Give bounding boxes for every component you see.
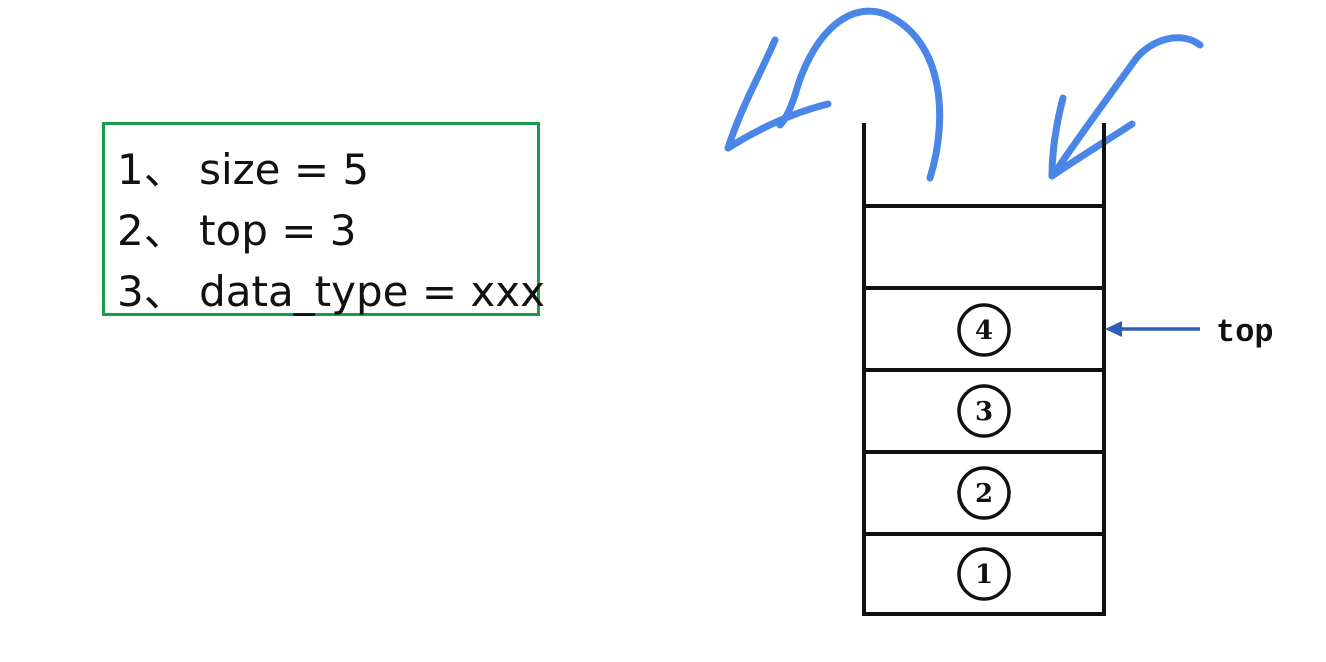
slot-3-number: 3 — [975, 397, 993, 427]
stack-slot-3: 3 — [957, 384, 1011, 438]
slot-2-number: 2 — [975, 479, 993, 509]
stack-slot-1: 1 — [957, 547, 1011, 601]
top-pointer: top — [1105, 314, 1274, 351]
slot-1-circle — [957, 547, 1011, 601]
info-line-data-type: 3、 data_type = xxx — [117, 267, 545, 316]
stack-slot-2: 2 — [957, 466, 1011, 520]
slot-2-circle — [957, 466, 1011, 520]
pop-arrow-icon — [724, 7, 944, 182]
stack-slot-empty — [866, 208, 1102, 286]
slot-4-number: 4 — [975, 316, 993, 346]
stack-container — [862, 123, 1106, 616]
top-pointer-label: top — [1216, 314, 1274, 351]
stack-slot-4: 4 — [957, 303, 1011, 357]
slot-3-circle — [957, 384, 1011, 438]
slot-1-number: 1 — [975, 560, 993, 590]
push-arrow-icon — [1048, 34, 1204, 180]
info-line-top: 2、 top = 3 — [117, 206, 357, 255]
stack-info-box: 1、 size = 5 2、 top = 3 3、 data_type = xx… — [102, 122, 545, 316]
slot-4-circle — [957, 303, 1011, 357]
info-line-size: 1、 size = 5 — [117, 145, 370, 194]
top-pointer-arrowhead-icon — [1105, 321, 1122, 337]
